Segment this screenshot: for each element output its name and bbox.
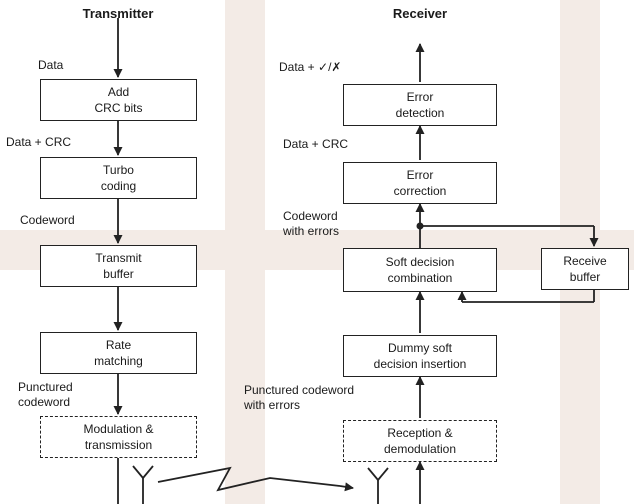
junction-dot — [416, 222, 424, 230]
rx-label-punctured-errors: Punctured codeword with errors — [244, 383, 355, 412]
transmitter-title: Transmitter — [82, 6, 154, 21]
error-correction-block: Error correction — [343, 162, 497, 204]
tx-label-data-crc: Data + CRC — [6, 135, 72, 149]
add-crc-block: Add CRC bits — [40, 79, 197, 121]
tx-label-punctured-codeword: Punctured codeword — [18, 380, 73, 409]
tx-antenna-icon — [132, 465, 154, 504]
tx-label-codeword: Codeword — [20, 213, 75, 227]
rx-antenna-icon — [367, 467, 389, 504]
rx-label-codeword-errors: Codeword with errors — [283, 209, 340, 238]
modulation-transmission-block: Modulation & transmission — [40, 416, 197, 458]
rx-label-data-result: Data + ✓/✗ — [279, 60, 342, 74]
wireless-link-icon — [157, 466, 341, 492]
soft-decision-combination-block: Soft decision combination — [343, 248, 497, 292]
rx-label-data-crc: Data + CRC — [283, 137, 349, 151]
transmit-buffer-block: Transmit buffer — [40, 245, 197, 287]
error-detection-block: Error detection — [343, 84, 497, 126]
receive-buffer-block: Receive buffer — [541, 248, 629, 290]
dummy-soft-decision-block: Dummy soft decision insertion — [343, 335, 497, 377]
tx-label-data: Data — [38, 58, 64, 72]
reception-demodulation-block: Reception & demodulation — [343, 420, 497, 462]
rate-matching-block: Rate matching — [40, 332, 197, 374]
turbo-coding-block: Turbo coding — [40, 157, 197, 199]
receiver-title: Receiver — [392, 6, 448, 21]
